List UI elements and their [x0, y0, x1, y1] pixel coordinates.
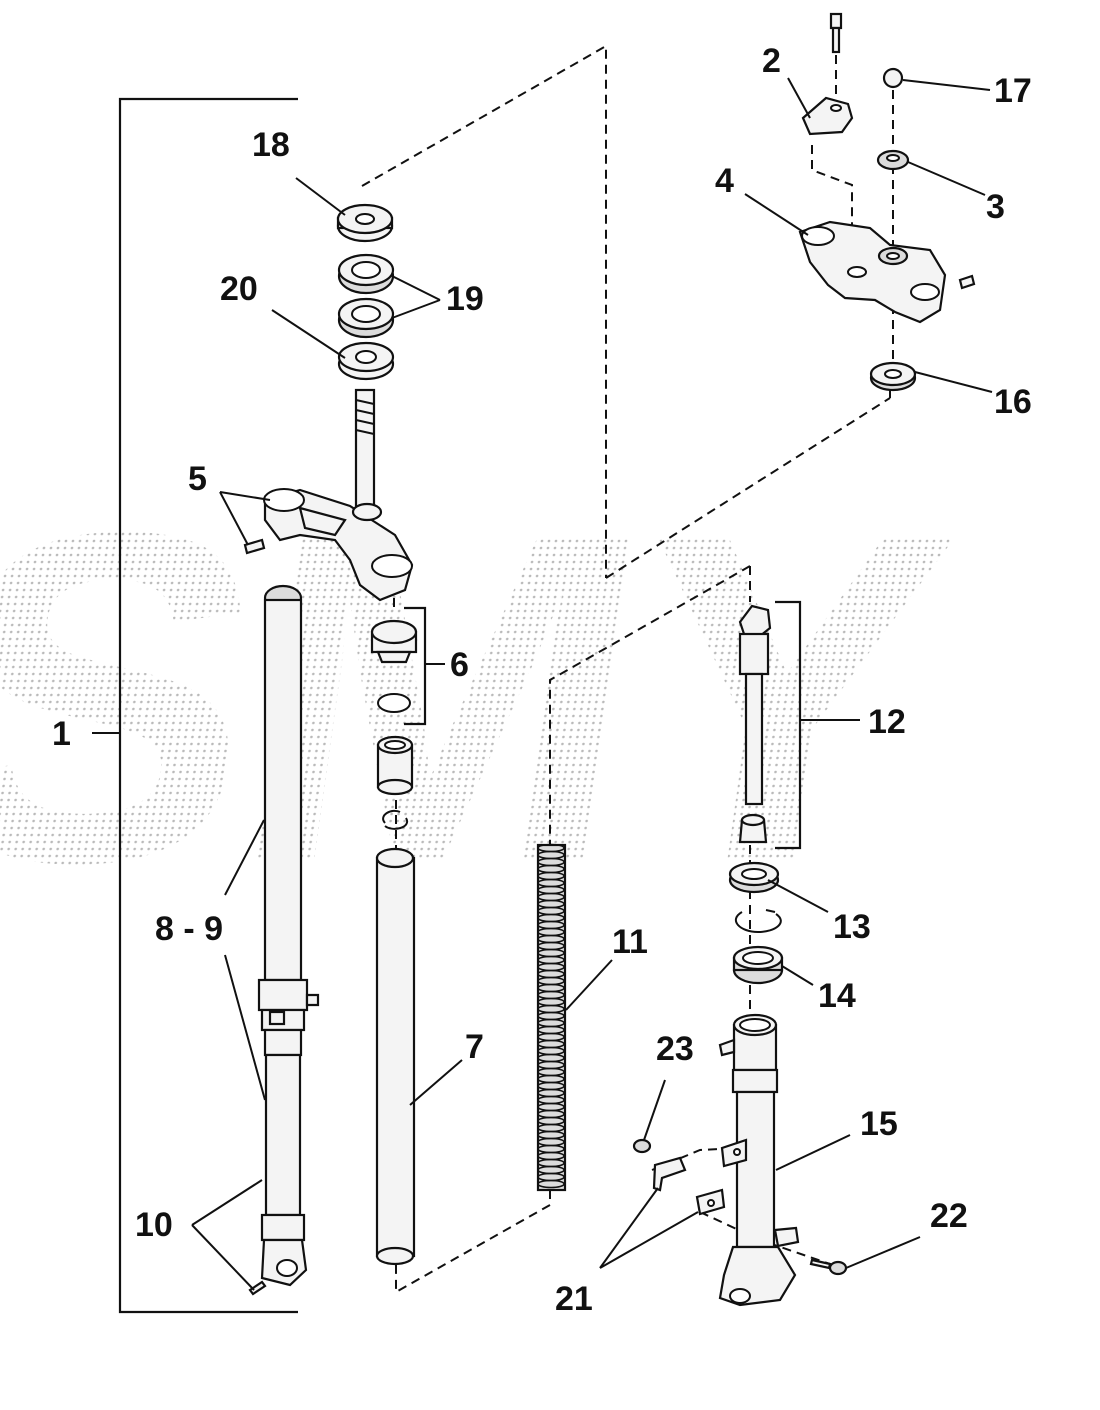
callout-19: 19 — [446, 280, 484, 318]
spring-coil — [537, 1179, 565, 1189]
oil-seal — [728, 861, 780, 894]
fork-spring — [536, 843, 567, 1192]
circlip — [382, 809, 409, 830]
fork-inner-tube — [375, 847, 416, 1266]
steering-nut — [876, 149, 910, 171]
watermark: SMY — [0, 435, 972, 960]
lower-washer — [337, 341, 395, 381]
callout-7: 7 — [465, 1028, 484, 1066]
small-washer — [632, 1138, 652, 1154]
callout-1: 1 — [52, 715, 71, 753]
callout-21: 21 — [555, 1280, 593, 1318]
bar-clamp-bolt — [829, 12, 843, 54]
fork-cap-o-ring — [377, 693, 411, 713]
callout-17: 17 — [994, 72, 1032, 110]
damper-rod — [738, 604, 772, 844]
callout-8-9: 8 - 9 — [155, 910, 223, 948]
callout-11: 11 — [612, 923, 648, 961]
callout-23: 23 — [656, 1030, 694, 1068]
callout-3: 3 — [986, 188, 1005, 226]
steering-stem — [354, 388, 376, 517]
watermark-text: SMY — [0, 435, 972, 960]
callout-12: 12 — [868, 703, 906, 741]
fork-cap-bolt — [370, 619, 418, 664]
callout-14: 14 — [818, 977, 856, 1015]
retaining-clip — [735, 909, 782, 934]
spacer-bush — [376, 735, 414, 796]
hose-clips — [652, 1138, 748, 1216]
leader-lines — [191, 77, 993, 1291]
top-cap — [882, 67, 904, 89]
callout-2: 2 — [762, 42, 781, 80]
steering-bearings — [337, 253, 395, 339]
callout-20: 20 — [220, 270, 258, 308]
callout-22: 22 — [930, 1197, 968, 1235]
callout-5: 5 — [188, 460, 207, 498]
callout-16: 16 — [994, 383, 1032, 421]
callout-4: 4 — [715, 162, 734, 200]
callout-15: 15 — [860, 1105, 898, 1143]
slider-bolt — [809, 1258, 848, 1276]
top-washer — [336, 203, 394, 243]
dust-seal — [732, 945, 784, 985]
callout-10: 10 — [135, 1206, 173, 1244]
callout-labels: 1 2 3 4 5 6 7 8 - 9 10 11 12 13 14 15 16… — [52, 42, 1032, 1318]
callout-13: 13 — [833, 908, 871, 946]
fork-outer-tube-left — [257, 584, 320, 1287]
callout-18: 18 — [252, 126, 290, 164]
callout-6: 6 — [450, 646, 469, 684]
upper-triple-clamp — [798, 220, 976, 324]
fork-outer-slider — [718, 1013, 800, 1307]
drain-screw — [248, 1280, 267, 1296]
assembly-bracket — [118, 97, 298, 1314]
stem-washer — [869, 361, 917, 392]
handlebar-clamp — [801, 96, 854, 136]
